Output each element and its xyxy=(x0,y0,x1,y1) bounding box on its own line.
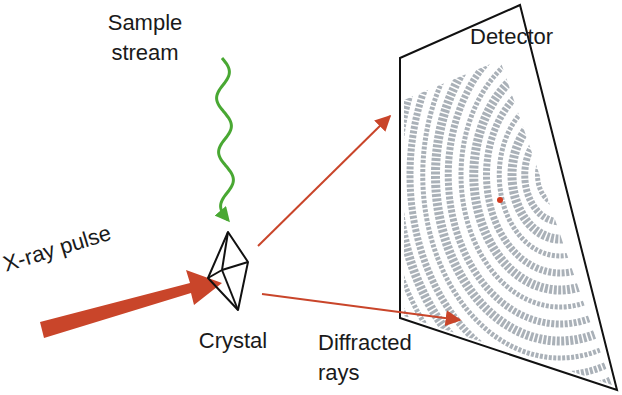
annotation-label: Diffracted rays xyxy=(318,328,438,387)
annotation-label: Sample stream xyxy=(100,8,190,67)
annotation-label: X-ray pulse xyxy=(0,204,161,279)
diffraction-ring xyxy=(448,26,622,324)
sample-stream-wave xyxy=(217,58,234,220)
diffraction-ring xyxy=(538,145,583,205)
diffraction-ring xyxy=(499,94,621,256)
diffraction-ring xyxy=(461,43,622,307)
diffraction-ring xyxy=(474,60,622,290)
beam-center-dot xyxy=(497,197,503,203)
diffraction-ring xyxy=(385,0,622,395)
diffraction-ring xyxy=(525,128,596,222)
crystal-shape xyxy=(208,232,248,310)
crystal-label: Crystal xyxy=(178,326,288,356)
diffraction-ring xyxy=(512,111,608,239)
diffracted-ray xyxy=(262,294,460,320)
detector-panel xyxy=(400,5,617,390)
diffracted-ray xyxy=(258,116,390,246)
xray-pulse-arrow xyxy=(40,270,222,338)
diffraction-ring xyxy=(423,0,622,358)
detector-label: Detector xyxy=(470,22,590,52)
diffraction-ring xyxy=(436,9,622,341)
diffraction-ring xyxy=(487,77,622,273)
diffraction-ring xyxy=(397,0,622,392)
